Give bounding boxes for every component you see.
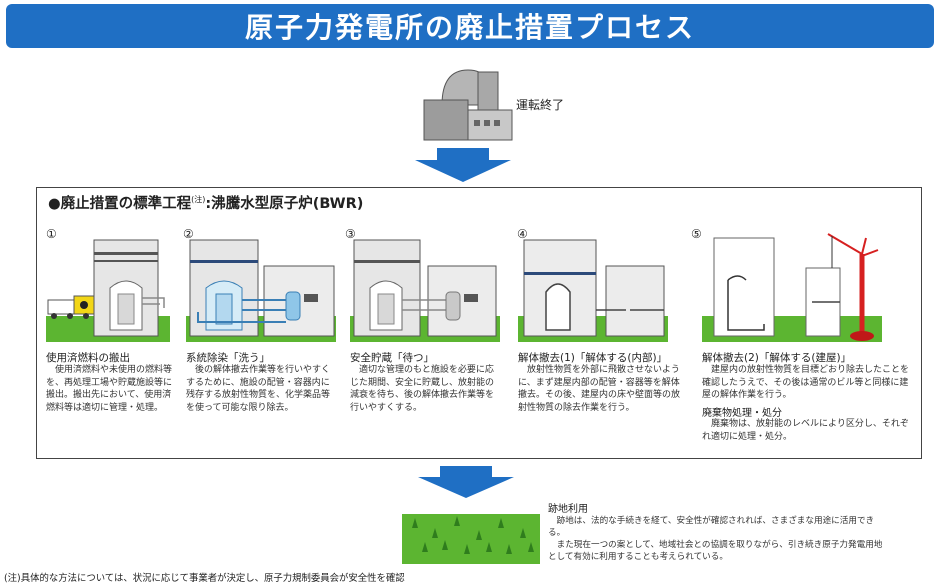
step-3-number: ③ xyxy=(345,227,356,241)
footnote: (注)具体的な方法については、状況に応じて事業者が決定し、原子力規制委員会が安全… xyxy=(4,573,405,584)
step-3-title: 安全貯蔵「待つ」 xyxy=(350,352,434,364)
step-5-illustration xyxy=(702,233,882,342)
step-1-number: ① xyxy=(46,227,57,241)
step-5-number: ⑤ xyxy=(691,227,702,241)
site-reuse-desc: 跡地は、法的な手続きを経て、安全性が確認されれば、さまざまな用途に活用できる。 … xyxy=(548,515,888,563)
step-2-number: ② xyxy=(183,227,194,241)
step-3-desc: 適切な管理のもと施設を必要に応じた期間、安全に貯蔵し、放射能の減衰を待ち、後の解… xyxy=(350,365,495,413)
step-1-illustration xyxy=(46,239,170,342)
down-arrow-icon xyxy=(418,466,514,498)
step-1-title: 使用済燃料の搬出 xyxy=(46,352,130,364)
step-1-desc: 使用済燃料や未使用の燃料等を、再処理工場や貯蔵施設等に搬出。搬出先において、使用… xyxy=(46,365,173,413)
step-4-illustration xyxy=(518,239,668,342)
step-4-number: ④ xyxy=(517,227,528,241)
step-4-desc: 放射性物質を外部に飛散させないように、まず建屋内部の配管・容器等を解体撤去。その… xyxy=(518,365,681,413)
power-plant-illustration xyxy=(423,69,513,141)
step-2-title: 系統除染「洗う」 xyxy=(186,352,270,364)
step-3-illustration xyxy=(350,239,500,342)
site-reuse-desc-2: また現在一つの案として、地域社会との協調を取りながら、引き続き原子力発電用地とし… xyxy=(548,540,883,562)
site-reuse-title: 跡地利用 xyxy=(548,504,588,515)
step-2-illustration xyxy=(186,239,336,342)
step-4-title: 解体撤去(1)「解体する(内部)」 xyxy=(518,352,668,364)
step-2-desc: 後の解体撤去作業等を行いやすくするために、施設の配管・容器内に残存する放射性物質… xyxy=(186,365,331,413)
down-arrow-icon xyxy=(415,148,511,182)
step-5-title: 解体撤去(2)「解体する(建屋)」 xyxy=(702,352,852,364)
box-title: ●廃止措置の標準工程(注):沸騰水型原子炉(BWR) xyxy=(48,195,364,212)
waste-disposal-desc: 廃棄物は、放射能のレベルにより区分し、それぞれ適切に処理・処分。 xyxy=(702,419,909,442)
waste-disposal-title: 廃棄物処理・処分 xyxy=(702,408,782,419)
page-title: 原子力発電所の廃止措置プロセス xyxy=(6,4,934,48)
site-reuse-desc-1: 跡地は、法的な手続きを経て、安全性が確認されれば、さまざまな用途に活用できる。 xyxy=(548,516,875,538)
grass-field-illustration xyxy=(402,514,540,564)
step-5-desc: 建屋内の放射性物質を目標どおり除去したことを確認したうえで、その後は通常のビル等… xyxy=(702,365,910,400)
operation-end-label: 運転終了 xyxy=(516,98,565,112)
